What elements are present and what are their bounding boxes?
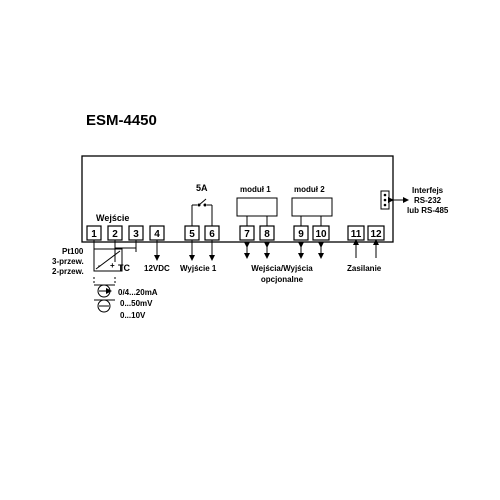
input-label: Wejście [96, 213, 129, 223]
relay-rating-label: 5A [196, 183, 208, 193]
terminal-5-label: 5 [189, 229, 195, 240]
terminal-11-label: 11 [351, 229, 362, 240]
terminal-7-label: 7 [244, 229, 250, 240]
terminal-9-label: 9 [298, 229, 304, 240]
module1-label: moduł 1 [240, 185, 271, 194]
tc-label: TC [118, 263, 130, 273]
terminal-2: 2 [107, 225, 123, 241]
terminal-12-label: 12 [370, 229, 382, 240]
device-title: ESM-4450 [86, 112, 157, 129]
optional-io-label-line2: opcjonalne [261, 275, 304, 284]
rs232-label: RS-232 [414, 196, 442, 205]
power-label: Zasilanie [347, 264, 382, 273]
two-wire-label: 2-przew. [52, 267, 84, 276]
terminal-11: 11 [347, 225, 365, 241]
module2-label: moduł 2 [294, 185, 325, 194]
volt-range-label: 0...10V [120, 311, 146, 320]
12vdc-label: 12VDC [144, 264, 170, 273]
terminal-12: 12 [367, 225, 385, 241]
terminal-3-label: 3 [133, 229, 139, 240]
terminal-6-label: 6 [209, 229, 215, 240]
three-wire-label: 3-przew. [52, 257, 84, 266]
terminal-1: 1 [86, 225, 102, 241]
terminal-5: 5 [184, 225, 200, 241]
terminal-4: 4 [149, 225, 165, 241]
terminal-7: 7 [239, 225, 255, 241]
output1-label: Wyjście 1 [180, 264, 217, 273]
tc-polarity-minus: - [98, 261, 101, 270]
terminal-9: 9 [293, 225, 309, 241]
terminal-1-label: 1 [91, 229, 97, 240]
relay-contact-symbol [191, 198, 213, 226]
pt100-sensor-symbol [93, 248, 123, 272]
interface-label: Interfejs [412, 186, 444, 195]
terminal-block: 1 2 3 4 5 6 7 8 [86, 225, 385, 241]
terminal-2-label: 2 [112, 229, 118, 240]
module1-box [236, 197, 278, 217]
terminal-3: 3 [128, 225, 144, 241]
optional-io-label-line1: Wejścia/Wyjścia [251, 264, 313, 273]
terminal-8-label: 8 [264, 229, 270, 240]
pt100-label: Pt100 [62, 247, 84, 256]
tc-polarity-plus: + [110, 261, 115, 270]
terminal-6: 6 [204, 225, 220, 241]
terminal-10-label: 10 [315, 229, 327, 240]
rs485-label: lub RS-485 [407, 206, 449, 215]
current-range-label: 0/4...20mA [118, 288, 158, 297]
sensor-wiring: - + [93, 240, 137, 313]
terminal-8: 8 [259, 225, 275, 241]
millivolt-range-label: 0...50mV [120, 299, 153, 308]
terminal-10: 10 [312, 225, 330, 241]
module2-box [291, 197, 333, 217]
terminal-4-label: 4 [154, 229, 160, 240]
voltage-source-icon [97, 299, 111, 313]
